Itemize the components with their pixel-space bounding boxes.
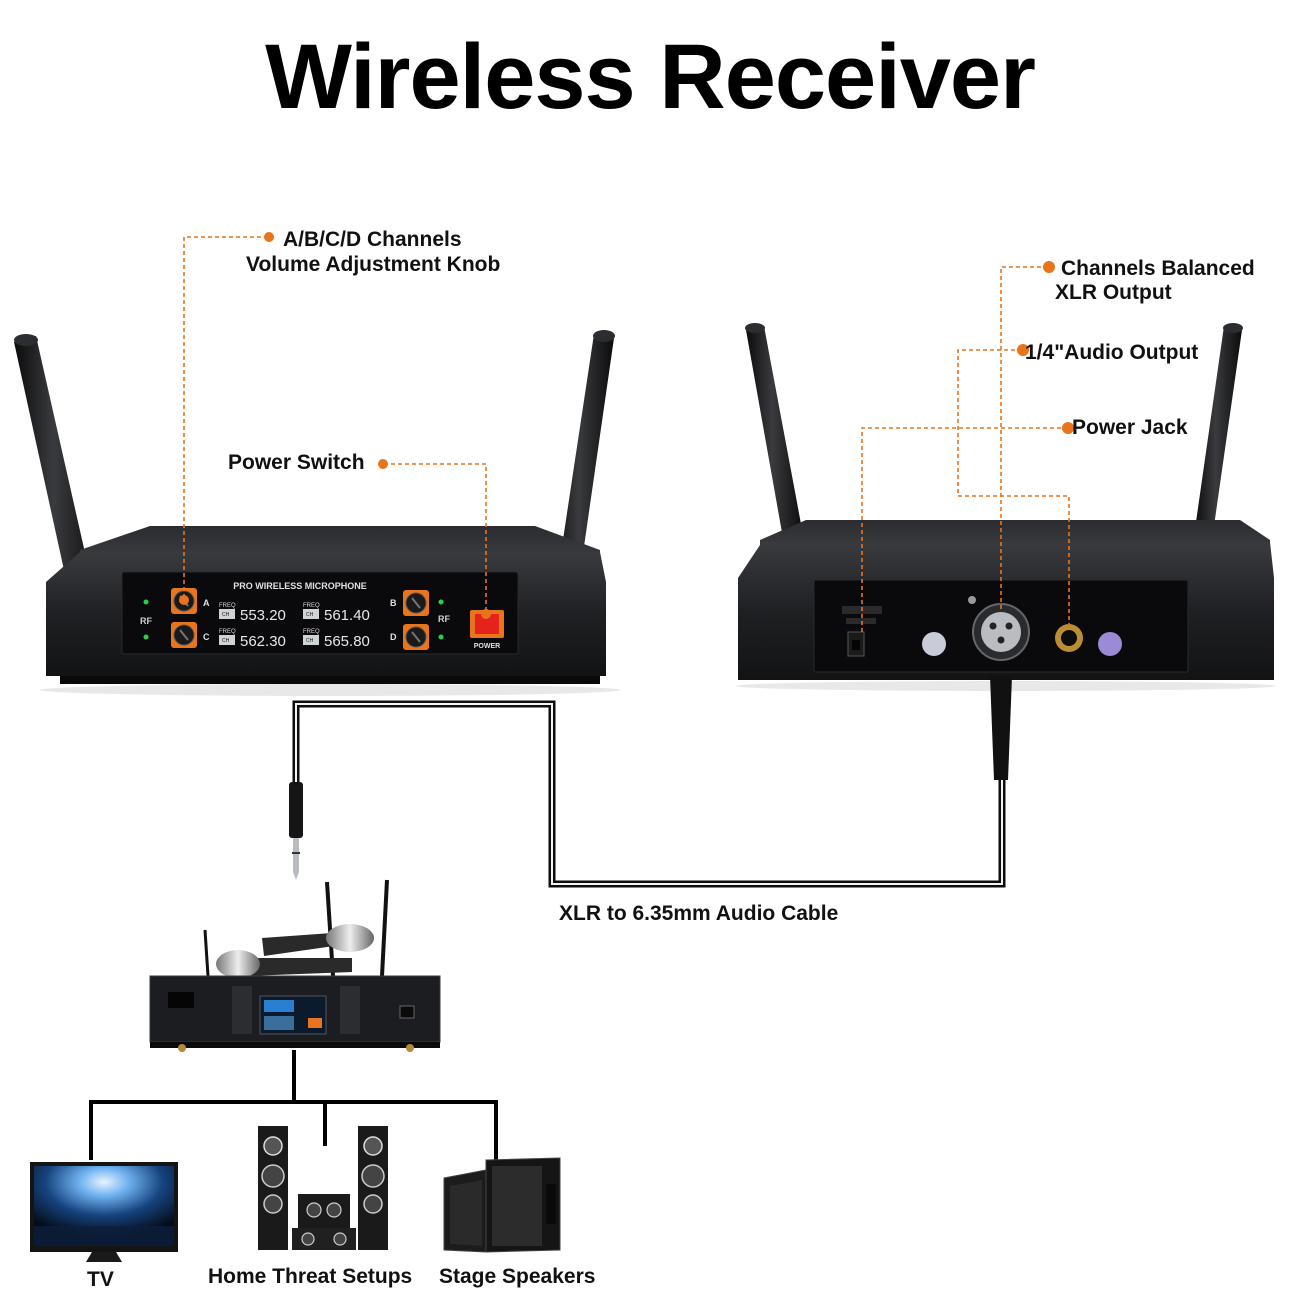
distribution-lines xyxy=(89,1050,498,1160)
volume-knob-callout-line1: A/B/C/D Channels xyxy=(283,228,462,251)
display-a: FREQ CH 553.20 xyxy=(219,603,286,624)
page-title: Wireless Receiver xyxy=(265,26,1036,128)
xlr-to-635-cable xyxy=(289,676,1012,888)
display-a-freq: 553.20 xyxy=(240,607,286,624)
rear-left-antenna xyxy=(745,323,804,544)
freq-label: FREQ xyxy=(303,603,320,609)
rf-label-left: RF xyxy=(140,616,152,626)
ch-label: CH xyxy=(306,638,314,644)
power-jack-callout: Power Jack xyxy=(1072,416,1188,439)
freq-label: FREQ xyxy=(219,603,236,609)
display-c-freq: 562.30 xyxy=(240,633,286,650)
display-b: FREQ CH 561.40 xyxy=(303,603,370,624)
freq-label: FREQ xyxy=(219,629,236,635)
display-d: FREQ CH 565.80 xyxy=(303,629,370,650)
rf-led xyxy=(143,634,149,640)
channel-letter-a: A xyxy=(203,598,210,608)
front-receiver: RF RF PRO WIRELESS MICROPHONE xyxy=(14,330,620,696)
quarter-inch-output-port[interactable] xyxy=(1055,624,1083,652)
knob-c[interactable] xyxy=(171,622,197,648)
xlr-plug xyxy=(990,676,1012,780)
power-switch[interactable] xyxy=(470,610,504,638)
display-c: FREQ CH 562.30 xyxy=(219,629,286,650)
tv-label: TV xyxy=(87,1268,114,1291)
rear-receiver xyxy=(736,323,1276,691)
volume-knob-leader xyxy=(183,236,268,598)
callout-leaders xyxy=(183,236,1070,632)
cable-label: XLR to 6.35mm Audio Cable xyxy=(559,902,839,925)
xlr-output-callout-line2: XLR Output xyxy=(1055,281,1172,304)
rf-led xyxy=(143,599,149,605)
karaoke-amplifier xyxy=(149,879,441,1052)
freq-label: FREQ xyxy=(303,629,320,635)
xlr-output-port[interactable] xyxy=(968,596,1030,661)
callout-dots xyxy=(179,232,1074,619)
rear-right-antenna xyxy=(1194,323,1243,540)
home-theater-label: Home Threat Setups xyxy=(208,1265,413,1288)
display-b-freq: 561.40 xyxy=(324,607,370,624)
stage-speakers-label: Stage Speakers xyxy=(439,1265,596,1288)
power-label: POWER xyxy=(474,643,500,650)
quarter-inch-plug xyxy=(289,782,303,838)
ch-label: CH xyxy=(222,612,230,618)
power-jack-leader xyxy=(861,427,1068,632)
ch-label: CH xyxy=(222,638,230,644)
power-switch-leader xyxy=(384,463,487,612)
channel-letter-b: B xyxy=(390,598,397,608)
display-d-freq: 565.80 xyxy=(324,633,370,650)
qc-badge-icon xyxy=(922,632,946,656)
xlr-output-callout-line1: Channels Balanced xyxy=(1061,257,1255,280)
knob-d[interactable] xyxy=(403,624,429,650)
home-theater-icon xyxy=(258,1126,388,1250)
quarter-inch-leader xyxy=(957,349,1070,628)
power-switch-callout: Power Switch xyxy=(228,451,365,474)
ch-label: CH xyxy=(306,612,314,618)
channel-letter-c: C xyxy=(203,632,210,642)
rf-label-right: RF xyxy=(438,614,450,624)
microphone-icon xyxy=(216,950,352,978)
rf-led xyxy=(438,599,444,605)
volume-knob-callout-line2: Volume Adjustment Knob xyxy=(246,253,501,276)
brand-text: PRO WIRELESS MICROPHONE xyxy=(233,581,367,591)
rf-led xyxy=(438,634,444,640)
qc-badge-icon xyxy=(1098,632,1122,656)
tv-icon xyxy=(30,1162,178,1262)
quarter-inch-callout: 1/4"Audio Output xyxy=(1025,341,1199,364)
microphone-icon xyxy=(262,924,374,956)
knob-b[interactable] xyxy=(403,590,429,616)
channel-letter-d: D xyxy=(390,632,397,642)
stage-speakers-icon xyxy=(443,1157,561,1253)
